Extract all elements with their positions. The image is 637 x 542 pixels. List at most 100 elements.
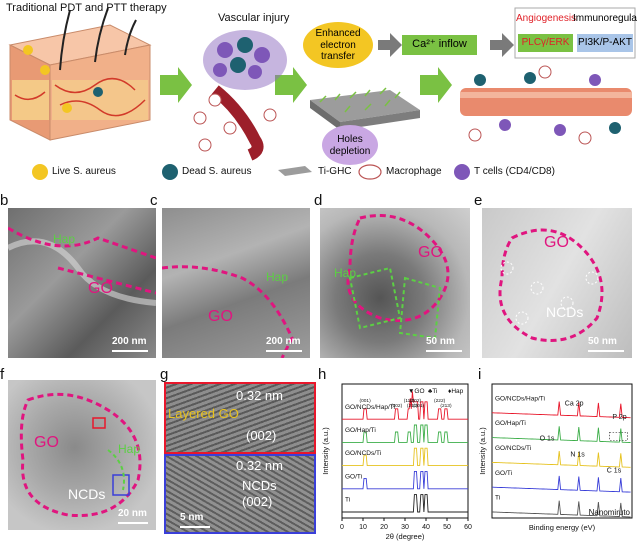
legend-tcells: T cells (CD4/CD8) (474, 166, 555, 177)
live-icon (32, 164, 48, 180)
enhanced-transfer-label: Enhanced electron transfer (315, 28, 361, 62)
panel-f-go: GO (34, 434, 59, 451)
panel-b-letter: b (0, 192, 9, 209)
h-peak-label-2: (112) (404, 398, 415, 404)
panel-g-bottom-label: NCDs (242, 478, 277, 493)
legend-live: Live S. aureus (52, 166, 116, 177)
legend-tighc: Ti-GHC (318, 166, 352, 177)
skin-block (8, 7, 152, 141)
panel-e-go: GO (544, 234, 569, 251)
panel-g-top-spacing: 0.32 nm (236, 388, 283, 403)
panel-d-scale: 50 nm (426, 336, 455, 347)
panel-e-letter: e (474, 192, 483, 209)
panel-b-scalebar (112, 350, 148, 352)
arrow-1 (160, 67, 192, 103)
i-frame (491, 383, 633, 519)
holes-depletion-label: Holes depletion (329, 134, 371, 157)
h-peak-label-5: (301) (413, 403, 425, 409)
holes-depletion-oval (322, 125, 378, 165)
arrow-3 (420, 67, 452, 103)
h-peak-label-3: (211) (407, 403, 418, 409)
schematic-title-left: Traditional PDT and PTT therapy (6, 2, 167, 14)
blood-vessel (460, 65, 632, 145)
i-peak-label-4: C 1s (607, 467, 622, 474)
panel-b-hap: Hap (53, 232, 76, 246)
h-series-0 (342, 391, 468, 420)
panel-d-go: GO (418, 244, 443, 261)
tcell-icon (454, 164, 470, 180)
panel-g-letter: g (160, 366, 169, 383)
h-xtick-label-1: 10 (359, 524, 367, 531)
panel-c-hap: Hap (266, 270, 289, 284)
panel-g-bottom-image: 0.32 nm NCDs (002) 5 nm (164, 454, 316, 534)
i-xlabel: Binding energy (eV) (529, 523, 596, 532)
ca-inflow-box (402, 35, 477, 55)
angiogenesis-label: Angiogenesis (516, 13, 577, 24)
i-peak-label-0: Ca 2p (565, 400, 584, 407)
arrow-2 (275, 67, 307, 103)
panel-c-image: Hap GO 200 nm (162, 208, 310, 358)
legend-dead: Dead S. aureus (182, 166, 252, 177)
i-series-label-0: GO/NCDs/Hap/Ti (495, 395, 545, 402)
pi3k-akt-label: PI3K/P-AKT (578, 37, 632, 48)
panel-f-ncds: NCDs (68, 486, 106, 502)
arrow-5 (490, 33, 514, 57)
i-series-0 (492, 401, 631, 419)
h-peak-label-4: (202) (410, 398, 422, 404)
panel-g-scale: 5 nm (180, 512, 204, 523)
panel-c-go: GO (208, 308, 233, 325)
enhanced-transfer-oval (303, 22, 373, 68)
h-series-label-1: GO/Hap/Ti (345, 427, 376, 434)
panel-g-top-label: Layered GO (168, 406, 239, 421)
panel-c-letter: c (150, 192, 158, 209)
legend-macrophage: Macrophage (386, 166, 442, 177)
i-ylabel: Intensity (a.u.) (478, 427, 487, 475)
plc-erk-label: PLCγ/ERK (521, 37, 570, 48)
h-series-label-4: Ti (345, 497, 350, 504)
panel-g-bottom-plane: (002) (242, 494, 273, 509)
watermark-text: Nanomiruto (589, 508, 631, 517)
h-peak-label-6: (222) (434, 398, 446, 404)
i-zoom-box (609, 431, 628, 441)
dead-icon (162, 164, 178, 180)
i-peak-label-2: O 1s (540, 435, 555, 442)
h-series-label-0: GO/NCDs/Hap/Ti (345, 404, 395, 411)
h-xtick-label-4: 40 (422, 524, 430, 531)
panel-c-scale: 200 nm (266, 336, 301, 347)
i-series-label-4: Ti (495, 495, 500, 502)
plc-erk-box (518, 34, 573, 52)
panel-d-letter: d (314, 192, 323, 209)
panel-h-letter: h (318, 366, 327, 383)
h-xtick-label-2: 20 (380, 524, 388, 531)
h-series-1 (342, 424, 468, 443)
h-xtick-label-0: 0 (340, 524, 344, 531)
panel-f-hap: Hap (118, 442, 141, 456)
macrophage-icon (358, 164, 382, 180)
h-peak-label-1: (002) (391, 403, 403, 409)
panel-g-top-plane: (002) (246, 428, 277, 443)
h-series-2 (342, 447, 468, 467)
panel-f-scalebar (118, 522, 148, 524)
panel-e-scalebar (588, 350, 624, 352)
panel-i-letter: i (478, 366, 482, 383)
h-legend-2: ♦Hap (448, 388, 464, 395)
panel-b-image: Hap GO 200 nm (8, 208, 156, 358)
panel-c-scalebar (266, 350, 302, 352)
i-series-label-2: GO/NCDs/Ti (495, 445, 531, 452)
ca-inflow-label: Ca²⁺ inflow (412, 38, 467, 50)
i-peak-label-3: N 1s (570, 451, 585, 458)
panel-e-image: GO NCDs 50 nm (482, 208, 632, 358)
h-ylabel: Intensity (a.u.) (321, 427, 330, 475)
h-series-4 (342, 494, 468, 513)
i-series-1 (492, 426, 631, 443)
i-series-label-3: GO/Ti (495, 470, 512, 477)
tighc-icon (278, 166, 312, 176)
panel-d-scalebar (426, 350, 462, 352)
panel-e-ncds: NCDs (546, 304, 584, 320)
h-xlabel: 2θ (degree) (386, 532, 425, 541)
panel-g-top-image: 0.32 nm Layered GO (002) (164, 382, 316, 454)
h-legend-0: ▼GO (408, 388, 425, 395)
i-series-2 (492, 451, 631, 468)
h-peak-label-7: (213) (440, 403, 452, 409)
